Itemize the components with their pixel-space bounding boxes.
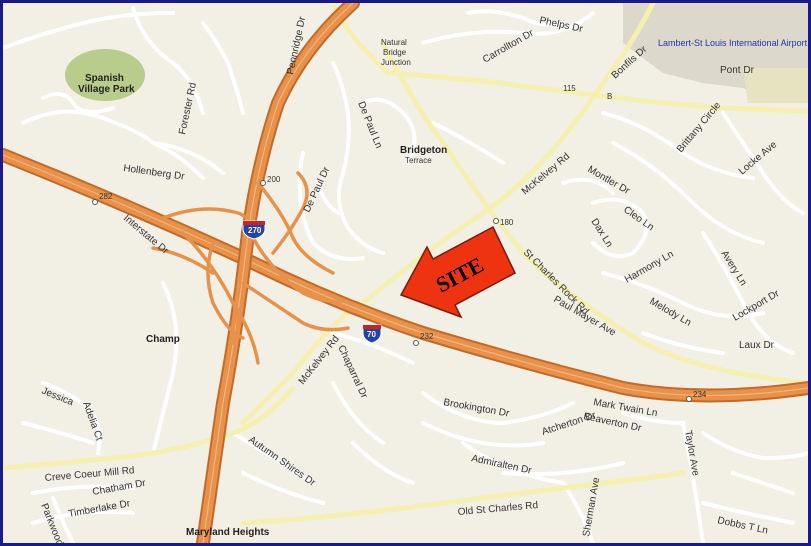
route-115-road — [390, 70, 808, 114]
exit-180-marker — [493, 218, 499, 224]
spanish-village-park-area — [65, 49, 145, 101]
st-charles-rock-rd-road — [380, 40, 808, 386]
street-taylor-ave: Taylor Ave — [682, 430, 701, 478]
route-markers: 115 B — [563, 84, 612, 101]
svg-text:70: 70 — [367, 330, 376, 339]
street-de-paul-ln: De Paul Ln — [355, 100, 384, 150]
bridgeton-terrace-label-2: Terrace — [405, 156, 432, 165]
street-chaparral-dr: Chaparral Dr — [335, 344, 369, 401]
exit-234-marker — [686, 396, 692, 402]
i270-shield: 270 — [242, 220, 266, 240]
i70-shield: 70 — [362, 324, 382, 344]
exit-180-label: 180 — [500, 218, 514, 227]
natural-bridge-junction-label-3: Junction — [381, 58, 411, 67]
exit-200-label: 200 — [267, 175, 281, 184]
site-marker[interactable]: SITE — [399, 225, 516, 319]
exit-234-label: 234 — [693, 390, 707, 399]
natural-bridge-junction-label-2: Bridge — [383, 48, 407, 57]
street-forester-rd: Forester Rd — [177, 82, 199, 136]
site-arrow — [399, 225, 516, 319]
airport-label: Lambert-St Louis International Airport — [658, 38, 808, 48]
street-paul-mayer-ave: Paul Mayer Ave — [552, 294, 618, 339]
street-melody-ln: Melody Ln — [648, 296, 693, 329]
route-b-label: B — [607, 92, 612, 101]
exit-282-label: 282 — [99, 192, 113, 201]
svg-text:270: 270 — [248, 226, 262, 235]
place-labels: Spanish Village Park Natural Bridge Junc… — [78, 38, 808, 538]
exit-labels: 200 232 234 180 282 — [99, 175, 707, 399]
street-adelia-ct: Adelia Ct — [80, 400, 104, 442]
street-pont-dr: Pont Dr — [720, 65, 755, 76]
mckelvey-rd-south-road — [240, 300, 361, 426]
spanish-village-park-label: Spanish — [85, 73, 124, 84]
mckelvey-rd-road — [360, 3, 656, 306]
natural-bridge-junction-label: Natural — [381, 38, 407, 47]
champ-label: Champ — [146, 334, 180, 345]
exit-282-marker — [92, 199, 98, 205]
street-hollenberg-dr: Hollenberg Dr — [123, 163, 186, 183]
maryland-heights-label: Maryland Heights — [186, 527, 270, 538]
street-old-st-charles-rd: Old St Charles Rd — [457, 500, 538, 518]
arterial-roads — [3, 3, 808, 526]
street-brookington-dr: Brookington Dr — [442, 397, 510, 420]
route-115-label: 115 — [563, 84, 576, 93]
exit-232-label: 232 — [420, 332, 434, 341]
street-timberlake-dr: Timberlake Dr — [68, 498, 132, 520]
exit-232-marker — [413, 340, 419, 346]
exit-200-marker — [260, 180, 266, 186]
spanish-village-park-label-2: Village Park — [78, 84, 135, 95]
map-canvas: 200 232 234 180 282 270 70 115 B Spanish… — [3, 3, 808, 543]
old-st-charles-rd-road — [240, 470, 686, 526]
bridgeton-terrace-label: Bridgeton — [400, 145, 447, 156]
creve-coeur-mill-rd-road — [3, 385, 296, 471]
airport-area — [623, 3, 808, 103]
street-chatham-dr: Chatham Dr — [92, 478, 148, 498]
exit-markers — [92, 180, 692, 402]
street-laux-dr: Laux Dr — [739, 340, 775, 351]
